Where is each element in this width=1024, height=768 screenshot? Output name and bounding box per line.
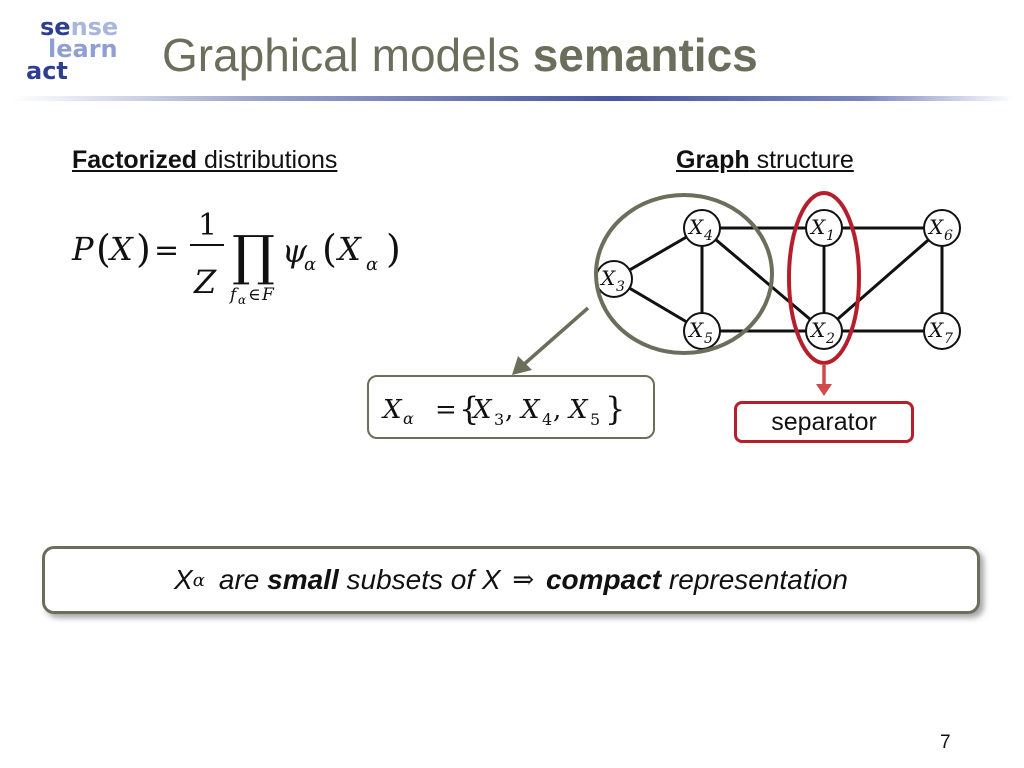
graph-heading: Graph structure: [676, 146, 854, 175]
clique-lhs: X: [381, 395, 403, 425]
clique-eq: =: [435, 395, 457, 425]
formula-rparen1: ): [136, 227, 151, 271]
summary-compact: compact: [545, 564, 662, 595]
clique-item-3: X: [567, 395, 589, 425]
node-circle: [923, 209, 961, 247]
formula-X-alpha-sub: α: [366, 254, 378, 275]
node-label: X: [687, 318, 704, 342]
clique-arrowhead: [512, 356, 532, 375]
logo-line3: act: [26, 57, 68, 85]
formula-denominator: Z: [193, 263, 217, 301]
clique-lhs-sub: α: [403, 409, 414, 428]
logo-line1-dark: se: [40, 13, 71, 41]
separator-label: separator: [771, 407, 877, 436]
clique-item-3-sub: 5: [590, 410, 600, 429]
clique-comma-1: ,: [505, 395, 513, 425]
node-label: X: [809, 215, 826, 239]
node-label: X: [809, 318, 826, 342]
formula-psi: ψ: [282, 232, 308, 270]
summary-x: X: [174, 564, 193, 595]
factorized-heading-bold: Factorized: [72, 146, 198, 174]
graph-edges: [613, 226, 944, 333]
title-bold: semantics: [532, 29, 758, 81]
edge-x6-x2: [823, 226, 943, 333]
title-divider: [12, 96, 1014, 101]
node-circle: [923, 312, 961, 350]
separator-highlight: [787, 191, 861, 365]
formula-X-alpha: X: [335, 230, 362, 268]
summary-representation: representation: [668, 564, 848, 595]
clique-lbrace: {: [459, 390, 479, 428]
factorized-heading-rest: distributions: [197, 146, 338, 174]
implies-symbol: ⇒: [512, 565, 535, 595]
summary-are: are: [218, 564, 260, 595]
node-subscript: 5: [704, 331, 713, 347]
node-subscript: 3: [616, 279, 625, 295]
node-subscript: 6: [944, 228, 953, 244]
formula-numerator: 1: [198, 208, 217, 243]
summary-small: small: [267, 564, 339, 595]
factorized-heading: Factorized distributions: [72, 146, 337, 175]
clique-rbrace: }: [605, 390, 625, 428]
factorization-formula: P ( X ) = 1 Z ∏ f α ∈ F ψ α ( X α ): [71, 208, 401, 307]
summary-subsets: subsets of X: [346, 564, 501, 595]
node-subscript: 4: [703, 228, 713, 244]
logo-line1-light: nse: [70, 13, 119, 41]
node-circle: [805, 209, 843, 247]
node-circle: [805, 312, 843, 350]
clique-item-1-sub: 3: [494, 410, 504, 429]
node-subscript: 1: [826, 228, 835, 244]
page-number: 7: [940, 732, 951, 753]
formula-psi-sub: α: [304, 254, 316, 275]
summary-x-sub: α: [192, 569, 205, 591]
formula-rparen2: ): [386, 227, 401, 271]
formula-X: X: [107, 230, 134, 268]
node-label: X: [687, 215, 704, 239]
clique-highlight: [594, 193, 774, 355]
formula-f: f: [228, 285, 239, 305]
clique-item-1: X: [471, 395, 493, 425]
clique-set-formula: X α = { X 3 , X 4 , X 5 }: [381, 390, 625, 429]
node-subscript: 2: [825, 331, 835, 347]
slide-title: Graphical models semantics: [162, 28, 758, 82]
formula-equals: =: [154, 233, 179, 268]
node-label: X: [927, 215, 944, 239]
separator-arrowhead: [816, 384, 832, 396]
separator-label-box: separator: [734, 401, 914, 443]
node-circle: [683, 209, 721, 247]
formula-lparen2: (: [322, 227, 337, 271]
clique-comma-2: ,: [553, 395, 561, 425]
formula-in: ∈: [248, 285, 261, 305]
node-circle: [683, 312, 721, 350]
formula-F: F: [261, 285, 275, 305]
clique-set-box: X α = { X 3 , X 4 , X 5 }: [367, 375, 655, 439]
title-regular: Graphical models: [162, 29, 520, 81]
node-subscript: 7: [944, 331, 953, 347]
logo: sense learn act: [22, 14, 132, 90]
logo-line2: learn: [48, 35, 118, 63]
clique-arrow: [520, 306, 590, 368]
formula-product: ∏: [232, 224, 275, 287]
formula-P: P: [71, 230, 94, 268]
formula-f-sub: α: [238, 293, 246, 307]
clique-item-2-sub: 4: [542, 410, 552, 429]
graph-heading-bold: Graph: [676, 146, 750, 174]
formula-lparen1: (: [96, 227, 111, 271]
edge-x4-x2: [701, 226, 825, 333]
node-label: X: [599, 266, 616, 290]
clique-item-2: X: [519, 395, 541, 425]
node-label: X: [927, 318, 944, 342]
graph-heading-rest: structure: [749, 146, 854, 174]
